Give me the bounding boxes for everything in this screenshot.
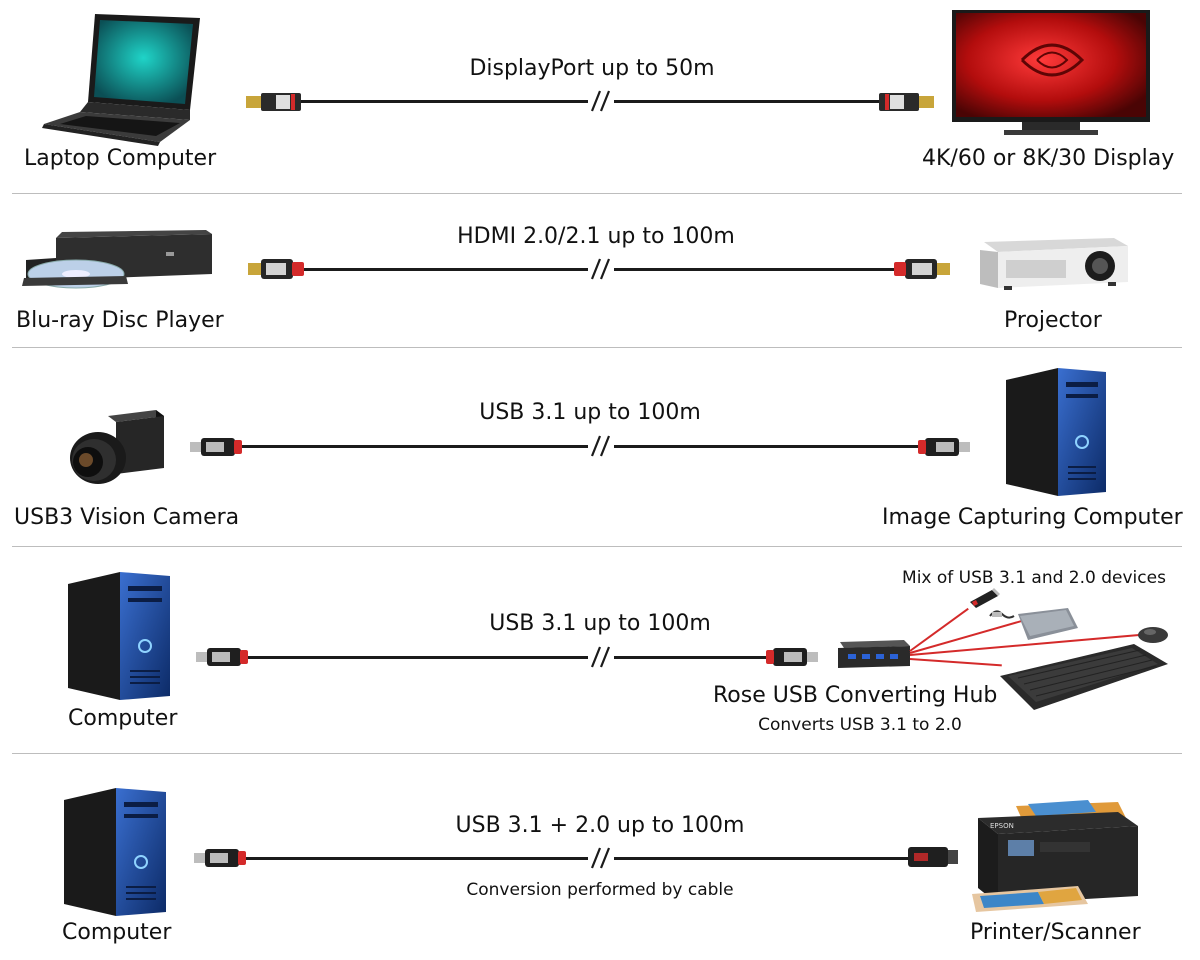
cable-label: USB 3.1 up to 100m [479, 400, 701, 425]
laptop-icon [42, 14, 200, 146]
hub-title: Rose USB Converting Hub [713, 683, 998, 708]
right-device-label: Printer/Scanner [970, 920, 1141, 945]
usb-hub-icon [838, 640, 910, 668]
right-device-label: 4K/60 or 8K/30 Display [922, 146, 1175, 171]
devices-note: Mix of USB 3.1 and 2.0 devices [902, 568, 1166, 588]
left-device-label: Computer [68, 706, 178, 731]
cable-line [242, 857, 918, 860]
cable-line [236, 445, 926, 448]
usb-connector-icon [194, 849, 246, 867]
right-device-label: Projector [1004, 308, 1102, 333]
display-icon [952, 10, 1150, 135]
cable-label: DisplayPort up to 50m [469, 56, 715, 81]
left-device-label: USB3 Vision Camera [14, 505, 240, 530]
hdmi-connector-icon [248, 259, 304, 279]
usb-connector-icon [766, 648, 818, 666]
cable-label: USB 3.1 + 2.0 up to 100m [455, 813, 745, 838]
usb-connector-icon [196, 648, 248, 666]
divider [12, 753, 1182, 754]
external-drive-icon [989, 608, 1078, 640]
cable-label: HDMI 2.0/2.1 up to 100m [457, 224, 735, 249]
cable-label: USB 3.1 up to 100m [489, 611, 711, 636]
computer-tower-icon [64, 788, 166, 916]
displayport-connector-icon [246, 93, 301, 111]
usb-connector-icon [918, 438, 970, 456]
cable-line [246, 656, 776, 659]
divider [12, 347, 1182, 348]
left-device-label: Blu-ray Disc Player [16, 308, 224, 333]
cable-note: Conversion performed by cable [466, 880, 734, 900]
projector-icon [980, 238, 1128, 290]
printer-scanner-icon: EPSON [972, 800, 1138, 912]
usb-connector-icon [190, 438, 242, 456]
computer-tower-icon [68, 572, 170, 700]
divider [12, 546, 1182, 547]
device-link-line [909, 658, 1002, 667]
keyboard-icon [1000, 644, 1168, 710]
usb-b-connector-icon [908, 847, 958, 867]
right-device-label: Image Capturing Computer [882, 505, 1183, 530]
cable-break-icon [588, 847, 614, 869]
left-device-label: Laptop Computer [24, 146, 217, 171]
printer-brand: EPSON [990, 822, 1014, 830]
usb-flash-drive-icon [970, 588, 1000, 608]
displayport-connector-icon [879, 93, 934, 111]
cable-break-icon [588, 646, 614, 668]
cable-break-icon [588, 90, 614, 112]
vision-camera-icon [70, 410, 164, 484]
hub-subtitle: Converts USB 3.1 to 2.0 [758, 715, 962, 735]
divider [12, 193, 1182, 194]
mouse-icon [1138, 627, 1168, 643]
hdmi-connector-icon [894, 259, 950, 279]
computer-tower-icon [1006, 368, 1106, 496]
cable-break-icon [588, 258, 614, 280]
blu-ray-player-icon [22, 230, 212, 289]
left-device-label: Computer [62, 920, 172, 945]
cable-break-icon [588, 435, 614, 457]
